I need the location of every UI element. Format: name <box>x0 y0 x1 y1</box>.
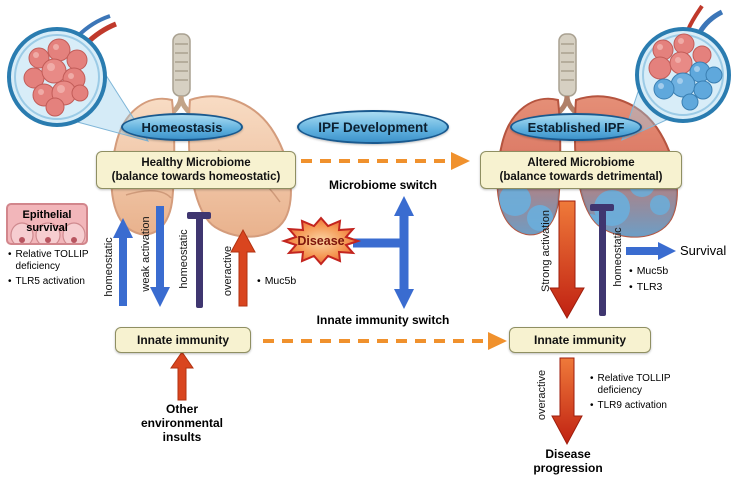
homeostatic-inhibitor-left <box>187 212 211 308</box>
list-item: • Relative TOLLIP deficiency <box>590 373 671 396</box>
survival-bullets: • Muc5b • TLR3 <box>629 265 709 296</box>
altered-microbiome-sub: (balance towards detrimental) <box>499 171 663 183</box>
alveoli-inset-diseased <box>621 4 731 141</box>
overactive-down-arrow-right <box>551 357 583 446</box>
healthy-microbiome-sub: (balance towards homeostatic) <box>111 171 281 183</box>
survival-arrow <box>626 242 676 260</box>
overactive-label-right: overactive <box>536 369 548 421</box>
list-item: • TLR5 activation <box>8 276 85 287</box>
bullet-dot: • <box>590 400 594 411</box>
epithelial-cells-art <box>10 222 86 243</box>
stage-ipf-development-label: IPF Development <box>318 119 428 135</box>
innate-immunity-box-right: Innate immunity <box>509 327 651 353</box>
stage-established-ipf: Established IPF <box>510 113 642 141</box>
other-insults-label: Other environmental insults <box>140 402 224 444</box>
strong-activation-arrow <box>549 200 585 320</box>
altered-microbiome-box: Altered Microbiome (balance towards detr… <box>480 151 682 189</box>
bullet-dot: • <box>629 280 633 293</box>
right-bottom-bullets: • Relative TOLLIP deficiency • TLR9 acti… <box>590 373 708 415</box>
list-item: • Relative TOLLIP deficiency <box>8 249 89 272</box>
weak-activation-down-arrow <box>150 206 170 307</box>
homeostatic-label-right: homeostatic <box>612 227 624 287</box>
microbiome-switch-label: Microbiome switch <box>328 178 438 192</box>
list-item: • Muc5b <box>629 265 669 277</box>
bullet-dot: • <box>629 265 633 277</box>
list-item: • TLR3 <box>629 280 663 293</box>
innate-immunity-box-left: Innate immunity <box>115 327 251 353</box>
list-item: • TLR9 activation <box>590 400 667 411</box>
altered-microbiome-title: Altered Microbiome <box>527 156 635 169</box>
epithelial-bullets: • Relative TOLLIP deficiency • TLR5 acti… <box>8 249 112 291</box>
stage-homeostasis-label: Homeostasis <box>141 119 223 135</box>
healthy-microbiome-box: Healthy Microbiome (balance towards home… <box>96 151 296 189</box>
disease-progression-label: Disease progression <box>533 447 603 475</box>
overactive-up-arrow-left <box>230 228 256 307</box>
overactive-label-left: overactive <box>222 245 234 297</box>
disease-label: Disease <box>297 234 345 248</box>
microbiome-switch-arrow <box>301 152 470 170</box>
epithelial-survival-box: Epithelial survival <box>6 203 88 245</box>
bullet-dot: • <box>590 373 594 384</box>
bullet-dot: • <box>8 276 12 287</box>
survival-label: Survival <box>680 243 727 258</box>
homeostatic-up-arrow-left <box>113 218 133 306</box>
innate-immunity-switch-arrow <box>263 332 507 350</box>
homeostatic-inhibitor-right <box>590 204 614 316</box>
epithelial-survival-label: Epithelial survival <box>22 209 72 234</box>
disease-bullets: • Muc5b <box>257 275 327 291</box>
homeostatic-label-mid: homeostatic <box>178 229 190 289</box>
innate-immunity-switch-label: Innate immunity switch <box>316 313 450 327</box>
environmental-insults-arrow <box>170 351 194 401</box>
disease-starburst <box>280 216 362 266</box>
strong-activation-label: Strong activation <box>540 210 552 292</box>
list-item: • Muc5b <box>257 275 297 287</box>
healthy-microbiome-title: Healthy Microbiome <box>141 156 251 169</box>
stage-ipf-development: IPF Development <box>297 110 449 144</box>
stage-established-ipf-label: Established IPF <box>527 119 625 135</box>
weak-activation-label: weak activation <box>140 216 152 292</box>
bullet-dot: • <box>8 249 12 260</box>
homeostatic-label-left: homeostatic <box>103 237 115 297</box>
bullet-dot: • <box>257 275 261 287</box>
disease-branch-arrow <box>353 196 414 309</box>
stage-homeostasis: Homeostasis <box>121 113 243 141</box>
